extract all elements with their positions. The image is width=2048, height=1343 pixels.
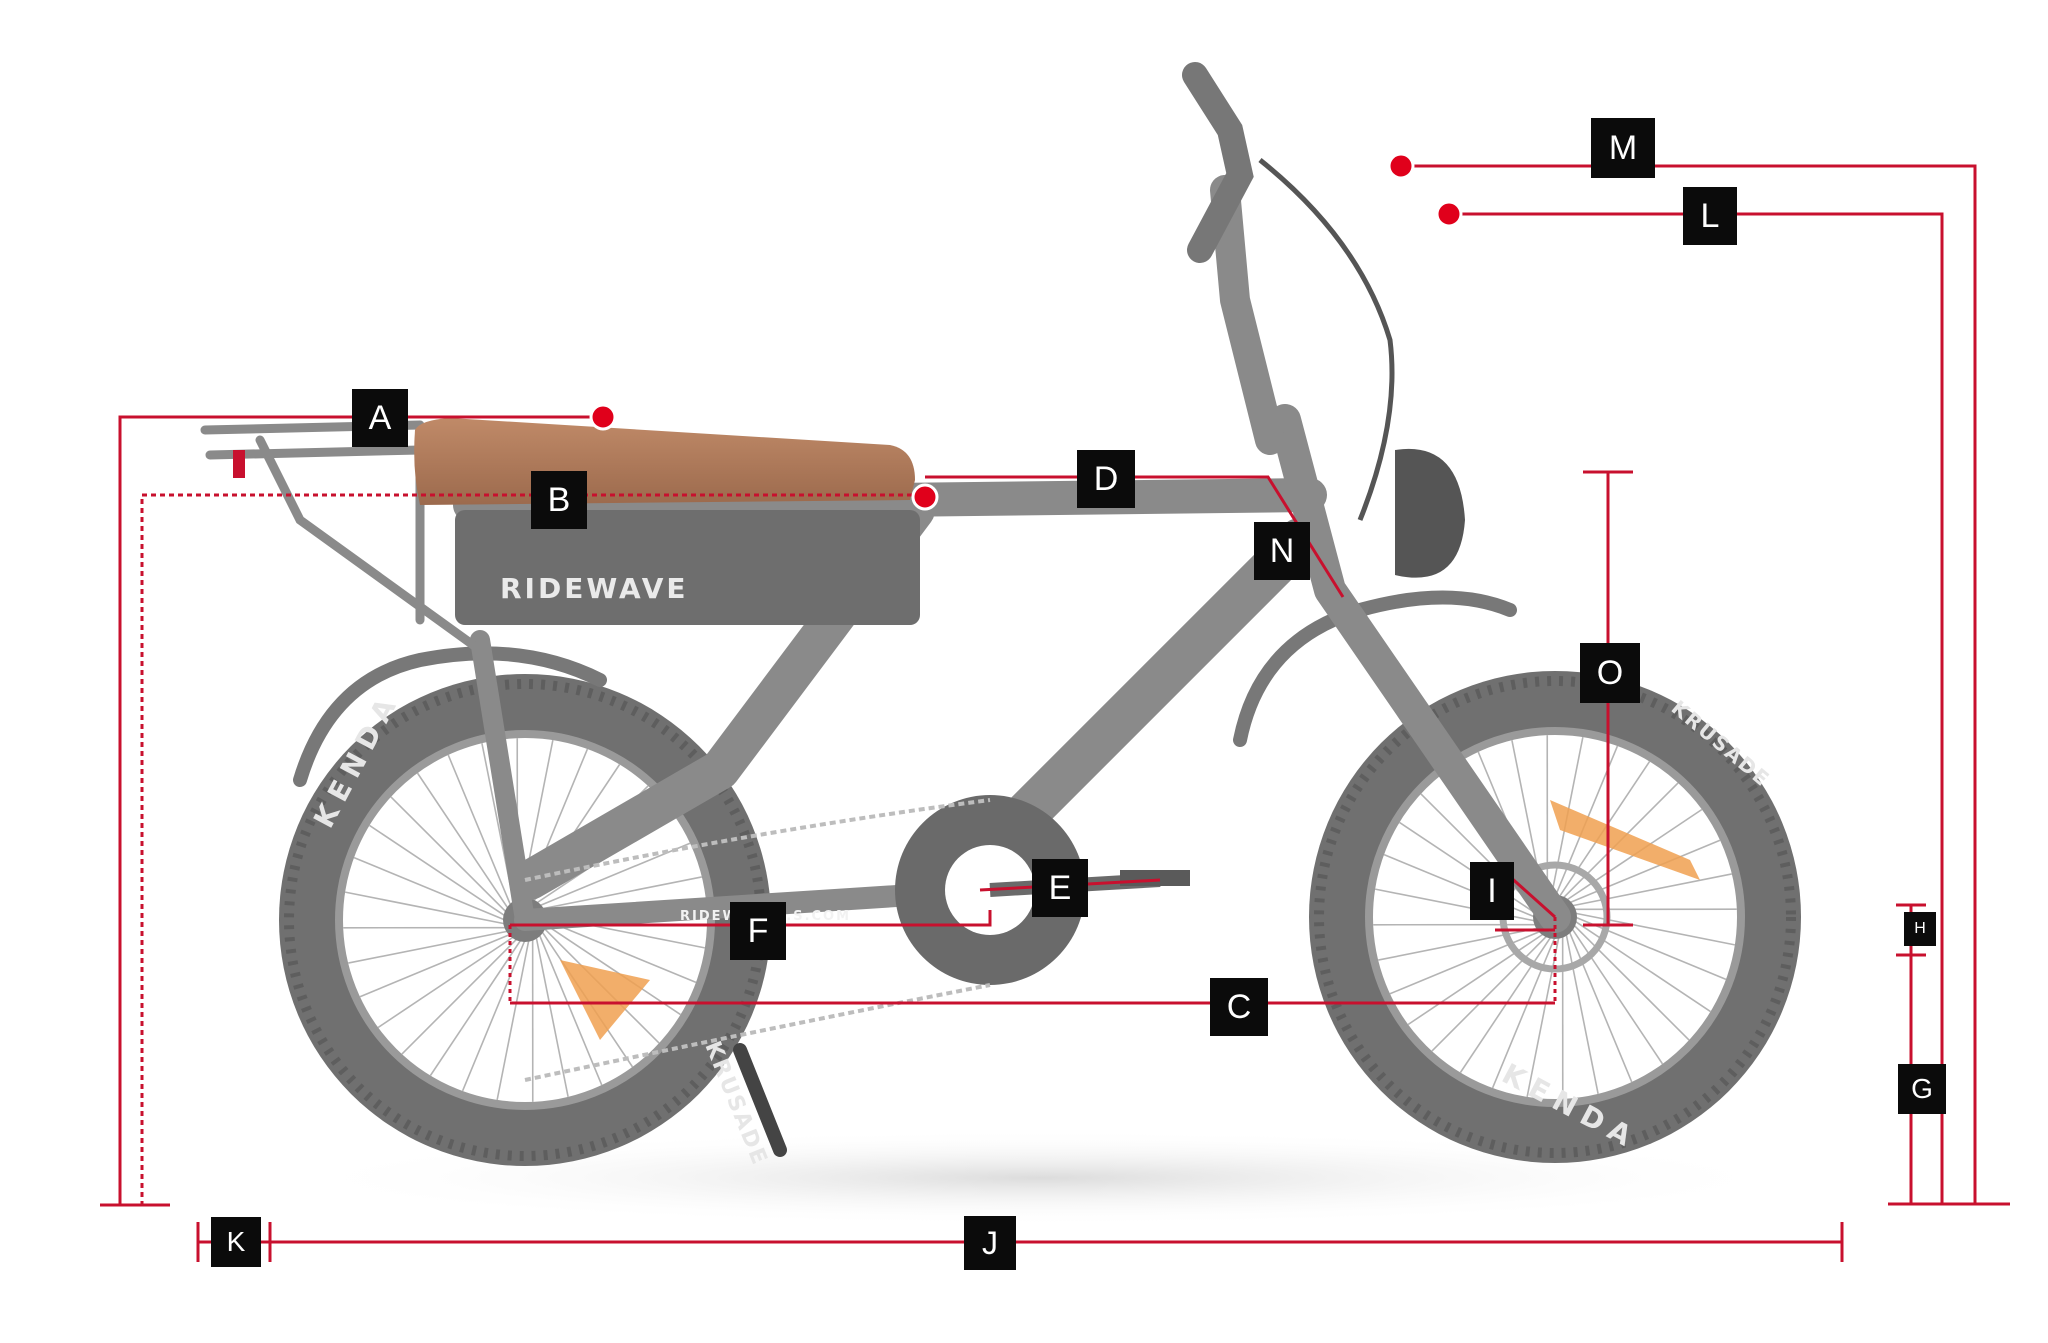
label-A: A (352, 389, 408, 447)
marker-dot (913, 485, 937, 509)
label-O: O (1580, 643, 1640, 703)
label-J: J (964, 1216, 1016, 1270)
label-F: F (730, 902, 786, 960)
label-M: M (1591, 118, 1655, 178)
seat (414, 418, 915, 505)
label-B: B (531, 471, 587, 529)
brand-logo: RIDEWAVE (500, 572, 689, 605)
label-I: I (1470, 862, 1514, 920)
tail-light (233, 450, 245, 478)
marker-dot (1437, 202, 1461, 226)
label-G: G (1898, 1064, 1946, 1114)
headlight (1395, 449, 1465, 578)
label-E: E (1032, 859, 1088, 917)
battery-box (455, 510, 920, 625)
pedal (1120, 870, 1190, 886)
label-D: D (1077, 450, 1135, 508)
label-H: H (1904, 912, 1936, 946)
label-K: K (211, 1217, 261, 1267)
label-C: C (1210, 978, 1268, 1036)
marker-dot (591, 405, 615, 429)
label-L: L (1683, 187, 1737, 245)
marker-dot (1389, 154, 1413, 178)
label-N: N (1254, 522, 1310, 580)
brake-cable (1260, 160, 1392, 520)
